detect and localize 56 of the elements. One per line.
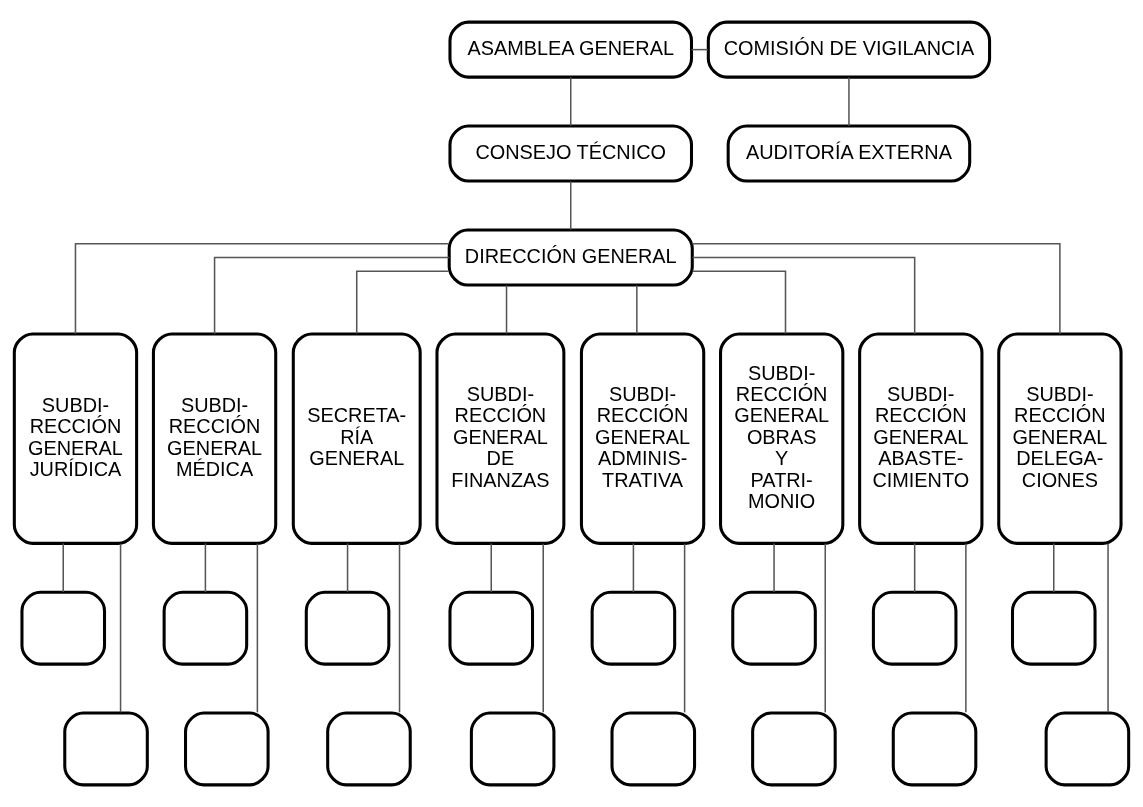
connector	[569, 76, 572, 127]
node-box: SUBDI- RECCIÓN GENERAL ABASTE- CIMIENTO	[858, 332, 984, 545]
connector	[691, 256, 916, 335]
connector	[213, 256, 450, 335]
connector	[119, 542, 122, 714]
node-box	[326, 711, 412, 787]
node-box: SUBDI- RECCIÓN GENERAL JURÍDICA	[12, 332, 139, 545]
connector	[62, 542, 64, 593]
connector	[824, 542, 826, 714]
node-box	[448, 590, 535, 666]
connector	[913, 542, 916, 593]
connector	[691, 270, 787, 335]
connector	[542, 542, 544, 714]
node-box	[751, 711, 837, 787]
connector	[398, 542, 401, 714]
connector	[256, 542, 259, 714]
node-box	[469, 711, 556, 787]
node-box	[590, 590, 677, 666]
connector	[490, 542, 492, 593]
node-box: SUBDI- RECCIÓN GENERAL MÉDICA	[151, 332, 278, 545]
node-box	[1010, 590, 1097, 666]
node-box: SUBDI- RECCIÓN GENERAL OBRAS Y PATRI- MONIO	[719, 332, 845, 545]
connector	[1107, 542, 1109, 714]
node-box: AUDITORÍA EXTERNA	[726, 124, 972, 183]
connector	[965, 542, 967, 714]
node-box: SECRETA- RÍA GENERAL	[291, 332, 422, 545]
node-box: SUBDI- RECCIÓN GENERAL DELEGA- CIONES	[997, 332, 1123, 545]
connector	[505, 284, 508, 335]
node-box: SUBDI- RECCIÓN GENERAL ADMINIS- TRATIVA	[579, 332, 706, 545]
connector	[346, 542, 349, 593]
node-box	[20, 590, 107, 666]
connector	[204, 542, 207, 593]
node-box: COMISIÓN DE VIGILANCIA	[706, 20, 992, 79]
connector	[74, 243, 450, 335]
node-box	[304, 590, 391, 666]
node-box: SUBDI- RECCIÓN GENERAL DE FINANZAS	[435, 332, 566, 545]
node-box: ASAMBLEA GENERAL	[448, 20, 694, 79]
node-box: CONSEJO TÉCNICO	[448, 124, 694, 183]
connector	[691, 243, 1061, 335]
node-box	[610, 711, 697, 787]
connector	[355, 270, 450, 335]
node-box	[891, 711, 978, 787]
connector	[848, 76, 850, 127]
node-box	[63, 711, 149, 787]
node-box	[162, 590, 249, 666]
connector	[1053, 542, 1055, 593]
node-box: DIRECCIÓN GENERAL	[447, 228, 694, 287]
node-box	[871, 590, 958, 666]
node-box	[1044, 711, 1131, 787]
connector	[569, 180, 572, 231]
node-box	[184, 711, 270, 787]
connector	[632, 542, 635, 593]
connector	[636, 284, 638, 335]
connector	[683, 542, 686, 714]
connector	[773, 542, 775, 593]
node-box	[731, 590, 817, 666]
